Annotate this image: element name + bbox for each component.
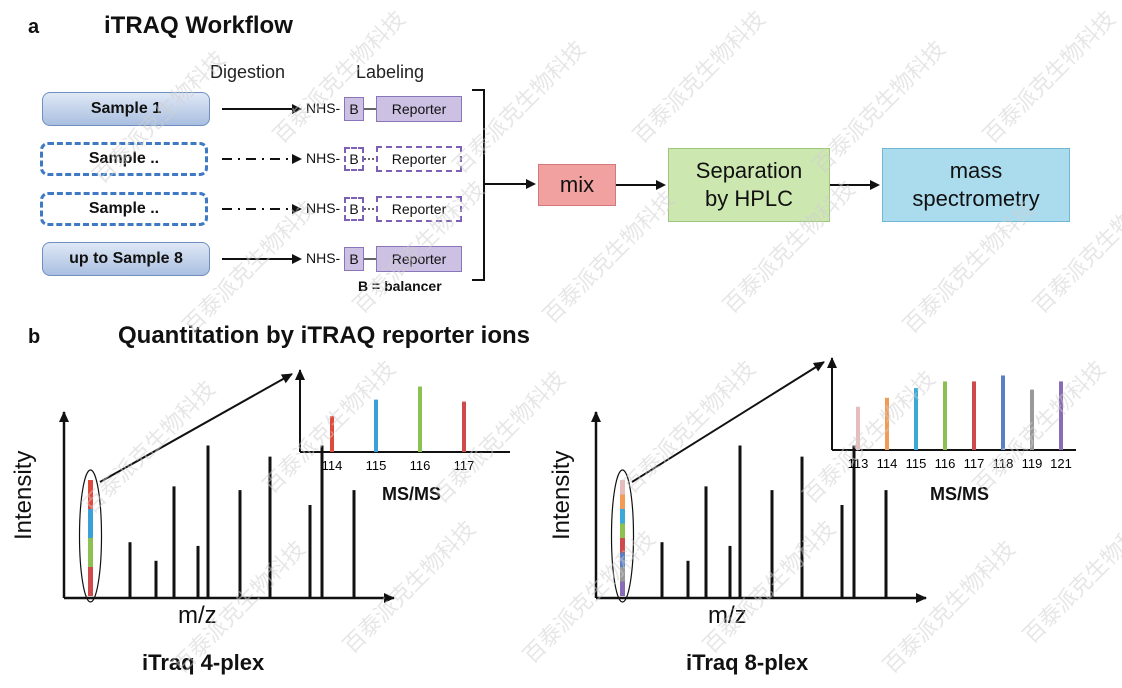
balancer-letter: B	[349, 251, 359, 267]
reporter-band-segment	[620, 581, 625, 596]
msms-tick-121: 121	[1050, 456, 1072, 471]
balancer-box: B	[344, 97, 364, 121]
msms-tick-118: 118	[993, 456, 1014, 471]
msms-peak-116	[943, 381, 947, 450]
reporter-region-ellipse	[610, 469, 635, 603]
panel-b-letter: b	[28, 326, 41, 348]
msms-tick-117: 117	[454, 458, 475, 473]
sample-label: Sample ..	[88, 200, 160, 217]
labeling-label: Labeling	[356, 62, 425, 82]
reporter-label: Reporter	[391, 201, 447, 217]
digestion-label: Digestion	[210, 62, 286, 82]
panel-a-letter: a	[28, 16, 40, 38]
msms-peak-115	[374, 399, 378, 452]
reporter-box: Reporter	[376, 196, 462, 222]
mix-box: mix	[538, 164, 616, 206]
msms-peak-114	[885, 397, 889, 450]
balancer-note: B = balancer	[358, 278, 442, 294]
nhs-label: NHS-	[306, 250, 341, 266]
reporter-band-segment	[620, 552, 625, 567]
mix-label: mix	[559, 172, 595, 197]
reporter-box: Reporter	[376, 246, 462, 272]
reporter-band-segment	[620, 480, 625, 495]
reporter-region-ellipse	[78, 469, 103, 603]
msms-tick-117: 117	[964, 456, 985, 471]
reporter-label: Reporter	[391, 251, 447, 267]
separation-line1: Separation	[695, 158, 803, 183]
msms-peak-118	[1001, 375, 1005, 450]
plex8-label: iTraq 8-plex	[686, 650, 809, 675]
reporter-box: Reporter	[376, 146, 462, 172]
reporter-label: Reporter	[391, 101, 447, 117]
msms-peak-117	[972, 381, 976, 450]
reporter-band-segment	[620, 523, 625, 538]
msms-tick-114: 114	[877, 456, 898, 471]
panel-a-title: iTRAQ Workflow	[104, 12, 293, 39]
mass-spec-box: mass spectrometry	[882, 148, 1070, 222]
reporter-band-segment	[620, 538, 625, 553]
reporter-band-segment	[620, 509, 625, 524]
balancer-box: B	[344, 197, 364, 221]
balancer-letter: B	[349, 201, 359, 217]
msms-peak-114	[330, 416, 334, 452]
msms-label-left: MS/MS	[382, 484, 442, 504]
zoom-arrow-8	[631, 361, 825, 483]
reporter-band-segment	[620, 494, 625, 509]
reporter-band-segment	[88, 509, 93, 538]
plex4-label: iTraq 4-plex	[142, 650, 265, 675]
msms-tick-116: 116	[410, 458, 431, 473]
balancer-box: B	[344, 147, 364, 171]
msms-label-right: MS/MS	[930, 484, 990, 504]
mz-label-right: m/z	[708, 602, 747, 629]
msms-peak-113	[856, 406, 860, 450]
msms-tick-115: 115	[906, 456, 927, 471]
msms-peak-119	[1030, 389, 1034, 450]
msms-tick-113: 113	[848, 456, 869, 471]
msms-peak-116	[418, 386, 422, 452]
intensity-label-right: Intensity	[548, 450, 575, 540]
msms-tick-115: 115	[366, 458, 387, 473]
balancer-letter: B	[349, 101, 359, 117]
reporter-band-segment	[88, 538, 93, 567]
mz-label-left: m/z	[178, 602, 217, 629]
nhs-label: NHS-	[306, 100, 341, 116]
reporter-box: Reporter	[376, 96, 462, 122]
msms-tick-116: 116	[935, 456, 956, 471]
sample-box-1: Sample 1	[42, 92, 210, 126]
separation-box: Separation by HPLC	[668, 148, 830, 222]
msms-peak-115	[914, 388, 918, 450]
msms-peak-117	[462, 401, 466, 452]
balancer-letter: B	[349, 151, 359, 167]
nhs-label: NHS-	[306, 200, 341, 216]
nhs-label: NHS-	[306, 150, 341, 166]
sample-label: Sample 1	[90, 100, 162, 117]
sample-box-3: Sample ..	[40, 192, 208, 226]
panel-b-title: Quantitation by iTRAQ reporter ions	[118, 322, 531, 349]
msms-tick-119: 119	[1022, 456, 1043, 471]
zoom-arrow-4	[99, 373, 293, 483]
mass-spec-line1: mass	[949, 158, 1003, 183]
intensity-label-left: Intensity	[10, 450, 37, 540]
mass-spec-line2: spectrometry	[912, 186, 1040, 211]
sample-label: up to Sample 8	[69, 250, 183, 267]
sample-box-2: Sample ..	[40, 142, 208, 176]
balancer-box: B	[344, 247, 364, 271]
reporter-label: Reporter	[391, 151, 447, 167]
reporter-band-segment	[88, 567, 93, 596]
msms-peak-121	[1059, 381, 1063, 450]
sample-box-4: up to Sample 8	[42, 242, 210, 276]
reporter-band-segment	[88, 480, 93, 509]
reporter-band-segment	[620, 567, 625, 582]
separation-line2: by HPLC	[704, 186, 794, 211]
sample-label: Sample ..	[88, 150, 160, 167]
msms-tick-114: 114	[322, 458, 343, 473]
